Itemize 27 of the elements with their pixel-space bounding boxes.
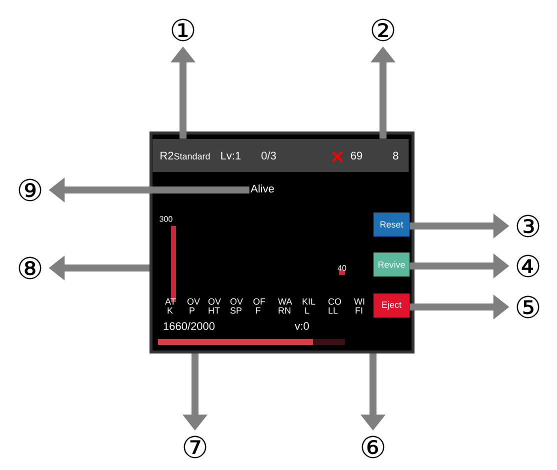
stat-label: CO LL	[328, 298, 342, 314]
stat-label: WI FI	[354, 298, 364, 314]
stat-label: OF F	[253, 298, 266, 314]
header-bar: R2Standard Lv:1 0/3 69 8	[152, 139, 409, 172]
button: Revive	[374, 252, 410, 276]
status-text: Alive	[250, 184, 274, 193]
stat-label: OV HT	[208, 298, 221, 314]
button: Reset	[374, 212, 410, 236]
value-label: 300	[160, 216, 172, 222]
callout-number: ②	[372, 18, 394, 42]
callout-number: ⑤	[516, 296, 540, 318]
stat-label: WA RN	[278, 298, 292, 314]
stat-label: KIL L	[302, 298, 316, 314]
callout-number: ⑥	[362, 436, 384, 458]
callout-number: ③	[516, 214, 540, 238]
callout-number: ⑨	[18, 178, 42, 202]
callout-number: ①	[172, 18, 194, 42]
stat-label: AT K	[165, 298, 176, 314]
stat-label: OV SP	[230, 298, 243, 314]
value-label: 40	[338, 265, 346, 271]
callout-number: ④	[516, 254, 540, 278]
value-label: 1660/2000	[164, 322, 215, 330]
button: Eject	[374, 294, 410, 318]
stat-label: OV P	[187, 298, 200, 314]
value-label: v:0	[294, 322, 309, 330]
callout-number: ⑦	[184, 436, 206, 458]
callout-number: ⑧	[18, 256, 42, 280]
